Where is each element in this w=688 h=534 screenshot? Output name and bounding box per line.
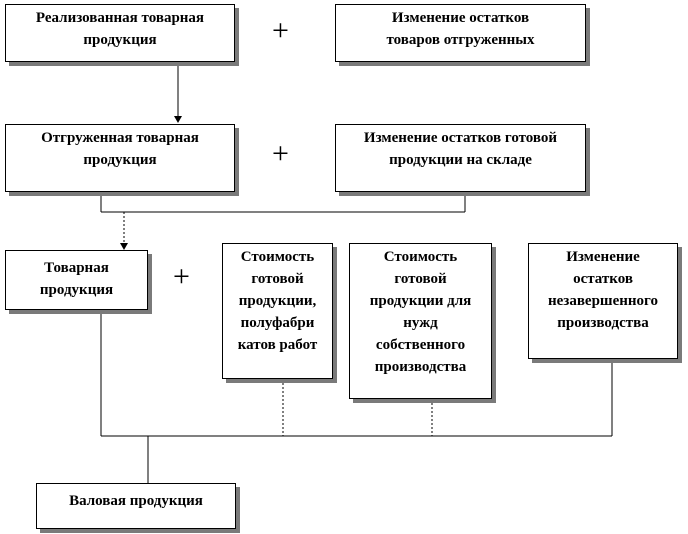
- plus-sign-1: +: [272, 14, 289, 47]
- box-cost-semifinished: Стоимость готовой продукции, полуфабри к…: [222, 243, 333, 379]
- label-gross-production: Валовая продукция: [69, 493, 203, 509]
- label-shipped-production: Отгруженная товарная продукция: [41, 130, 199, 168]
- box-wip-change: Изменение остатков незавершенного произв…: [528, 243, 678, 359]
- box-gross-production: Валовая продукция: [36, 483, 236, 529]
- box-commodity-production: Товарная продукция: [5, 250, 148, 310]
- box-shipped-production: Отгруженная товарная продукция: [5, 124, 235, 192]
- plus-sign-2: +: [272, 137, 289, 170]
- label-shipped-goods-change: Изменение остатков товаров отгруженных: [386, 10, 535, 48]
- label-wip-change: Изменение остатков незавершенного произв…: [548, 249, 658, 331]
- label-realized-production: Реализованная товарная продукция: [35, 10, 205, 48]
- plus-sign-3: +: [173, 260, 190, 293]
- box-shipped-goods-change: Изменение остатков товаров отгруженных: [335, 4, 586, 62]
- label-cost-own-needs: Стоимость готовой продукции для нужд соб…: [369, 249, 472, 375]
- arrow-head-1: [174, 116, 182, 123]
- box-cost-own-needs: Стоимость готовой продукции для нужд соб…: [349, 243, 492, 399]
- arrow-head-2: [120, 243, 128, 250]
- box-realized-production: Реализованная товарная продукция: [5, 4, 235, 62]
- label-finished-stock-change: Изменение остатков готовой продукции на …: [363, 130, 558, 168]
- label-cost-semifinished: Стоимость готовой продукции, полуфабри к…: [237, 249, 318, 353]
- box-finished-stock-change: Изменение остатков готовой продукции на …: [335, 124, 586, 192]
- label-commodity-production: Товарная продукция: [39, 260, 114, 298]
